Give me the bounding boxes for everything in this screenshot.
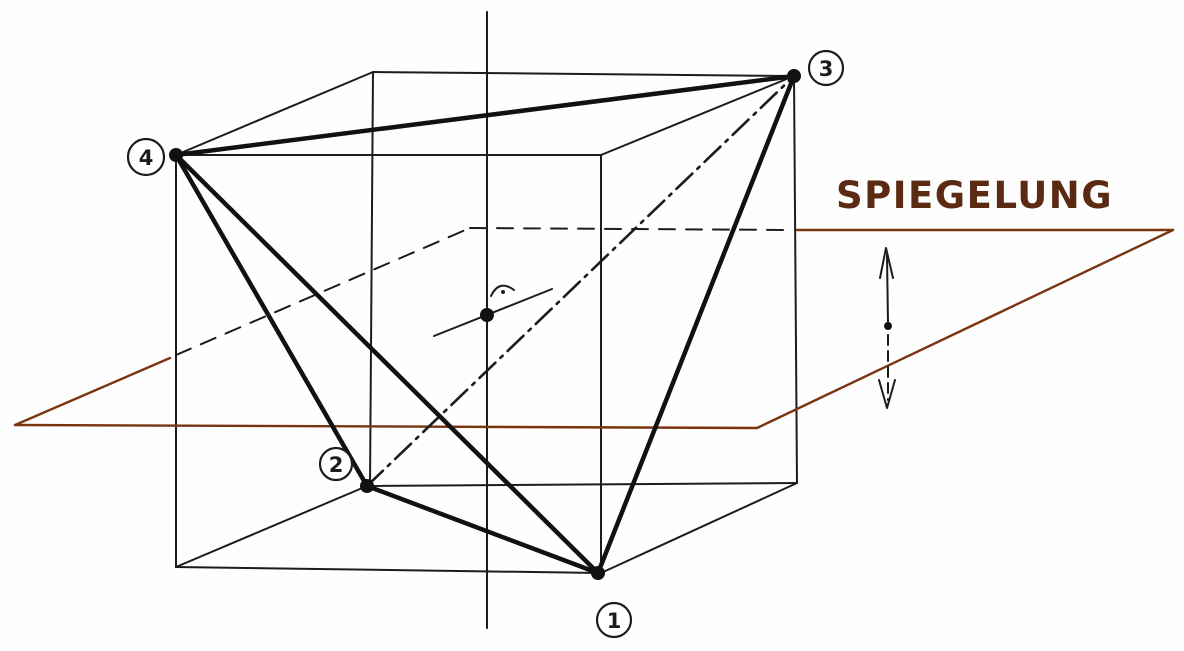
vertex-point-1	[591, 566, 605, 580]
cube-back-face	[366, 71, 798, 487]
vertex-label-2: 2	[318, 446, 354, 482]
vertex-point-2	[360, 479, 374, 493]
svg-text:3: 3	[819, 57, 834, 81]
svg-text:4: 4	[139, 146, 154, 170]
svg-text:2: 2	[329, 453, 344, 477]
center-point	[480, 308, 494, 322]
vertex-points	[169, 69, 801, 580]
vertex-label-4: 4	[126, 137, 166, 177]
cube-front-face	[175, 154, 602, 574]
vertex-point-3	[787, 69, 801, 83]
vertex-label-3: 3	[807, 49, 845, 87]
mirror-plane	[13, 228, 1175, 430]
center-perpendicular	[433, 284, 553, 337]
tetrahedron-edges	[173, 73, 797, 576]
vertex-label-1: 1	[595, 601, 633, 639]
vertex-point-4	[169, 148, 183, 162]
mirror-plane-hidden-edges	[175, 227, 791, 356]
cube-depth-edges	[175, 71, 798, 574]
mirror-label: SPIEGELUNG	[836, 174, 1113, 217]
mirror-arrow	[878, 247, 896, 409]
tetra-edge-2-3-hidden	[365, 74, 796, 488]
svg-text:1: 1	[607, 609, 622, 633]
